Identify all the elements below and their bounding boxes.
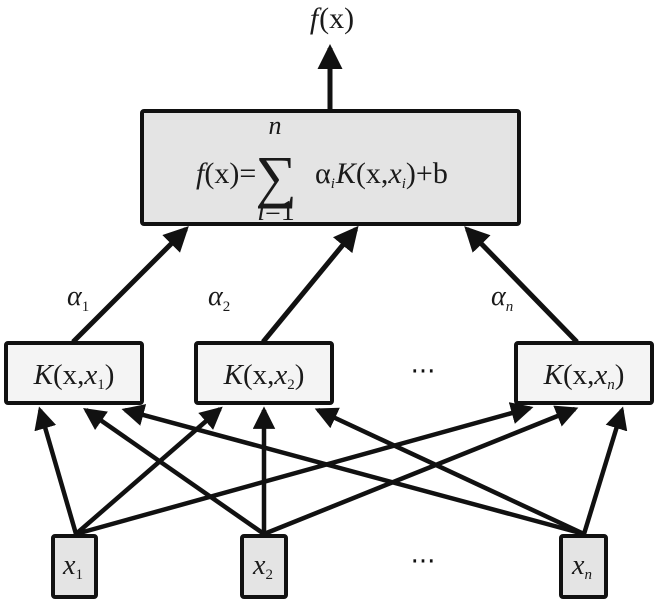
input-label-n: xn xyxy=(571,550,592,583)
weight-arrows xyxy=(71,225,579,344)
sum-upper-limit: n xyxy=(269,111,282,140)
kernel-node-2: K(x,x2) xyxy=(194,341,334,405)
decision-formula: f(x)= n ∑ i=1 αiK(x,xi)+b xyxy=(196,111,448,227)
decision-function-box xyxy=(140,109,521,226)
formula-lhs: f(x)= xyxy=(196,157,256,190)
weight-arrow-1 xyxy=(71,226,189,344)
input-label-1: x1 xyxy=(62,550,83,583)
weight-label-n: αn xyxy=(491,281,513,315)
input-node-1: x1 xyxy=(51,534,98,599)
sum-lower-limit: i=1 xyxy=(257,196,295,227)
weight-arrow-2 xyxy=(261,225,359,344)
input-kernel-arrows xyxy=(34,402,628,537)
output-label: f(x) xyxy=(310,2,354,35)
sum-symbol: ∑ xyxy=(255,144,296,209)
kernel-node-n: K(x,xn) xyxy=(514,341,654,405)
kernel-label-2: K(x,x2) xyxy=(223,359,305,393)
input-ellipsis: ··· xyxy=(411,547,436,577)
input-node-2: x2 xyxy=(240,534,288,599)
kernel-node-1: K(x,x1) xyxy=(4,341,144,405)
weight-arrow-n xyxy=(464,226,579,344)
kernel-ellipsis: ··· xyxy=(411,357,436,387)
kernel-label-1: K(x,x1) xyxy=(33,359,115,393)
input-node-n: xn xyxy=(559,534,608,599)
weight-label-1: α1 xyxy=(67,281,89,315)
input-label-2: x2 xyxy=(252,550,273,583)
weight-label-2: α2 xyxy=(208,281,230,315)
formula-rhs: αiK(x,xi)+b xyxy=(315,157,448,192)
kernel-label-n: K(x,xn) xyxy=(543,359,625,393)
